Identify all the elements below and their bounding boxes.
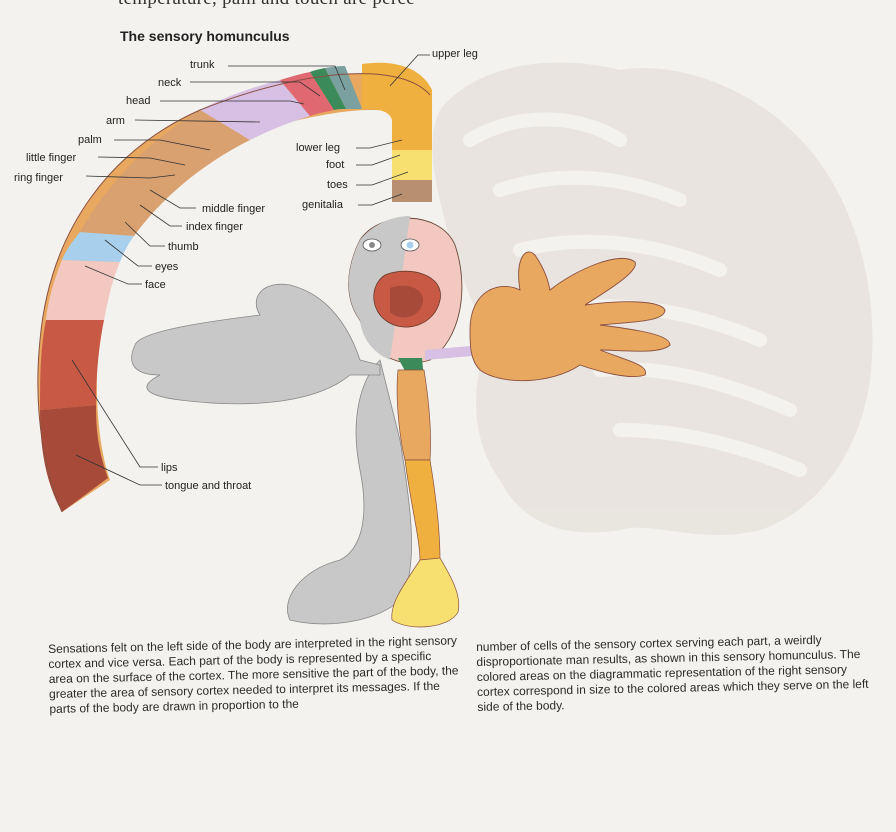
label-neck: neck [158, 77, 182, 89]
label-face: face [145, 279, 166, 291]
label-foot: foot [326, 159, 344, 171]
cortex-region-arm [200, 80, 310, 140]
label-toes: toes [327, 179, 348, 191]
label-trunk: trunk [190, 59, 215, 71]
cortex-region-toes [392, 150, 432, 180]
cortex-region-face [46, 260, 120, 320]
cortex-region-trunk [280, 72, 334, 116]
caption-left: Sensations felt on the left side of the … [48, 633, 459, 716]
cortex-region-hand [80, 110, 250, 236]
homunculus-diagram: trunk neck head arm palm little finger r… [14, 48, 873, 628]
label-middle-finger: middle finger [202, 203, 265, 215]
labels: trunk neck head arm palm little finger r… [14, 48, 478, 492]
label-upper-leg: upper leg [432, 48, 478, 60]
cortex-region-head [325, 66, 362, 109]
label-thumb: thumb [168, 241, 199, 253]
label-eyes: eyes [155, 261, 179, 273]
tongue [390, 285, 424, 318]
right-hand [469, 251, 671, 382]
label-index-finger: index finger [186, 221, 243, 233]
cortex-region-genitalia [392, 180, 432, 202]
label-palm: palm [78, 134, 102, 146]
leader-lines [71, 54, 430, 486]
cortex-region-tongue [40, 405, 108, 512]
label-arm: arm [106, 115, 125, 127]
cortex-region-neck [310, 68, 346, 110]
cortex-strip [37, 62, 432, 513]
label-lower-leg: lower leg [296, 142, 340, 154]
label-little-finger: little finger [26, 152, 76, 164]
top-text: temperature, pain and touch are perce [118, 0, 415, 10]
label-tongue-and-throat: tongue and throat [165, 480, 251, 492]
label-ring-finger: ring finger [14, 172, 63, 184]
foot [391, 557, 460, 628]
label-head: head [126, 95, 150, 107]
homunculus-body [131, 216, 671, 628]
cortex-region-lips [40, 320, 104, 410]
diagram-title: The sensory homunculus [120, 28, 290, 44]
caption-right: number of cells of the sensory cortex se… [476, 632, 869, 714]
label-genitalia: genitalia [302, 199, 344, 211]
cortex-region-eyes [62, 232, 134, 262]
label-lips: lips [161, 462, 178, 474]
